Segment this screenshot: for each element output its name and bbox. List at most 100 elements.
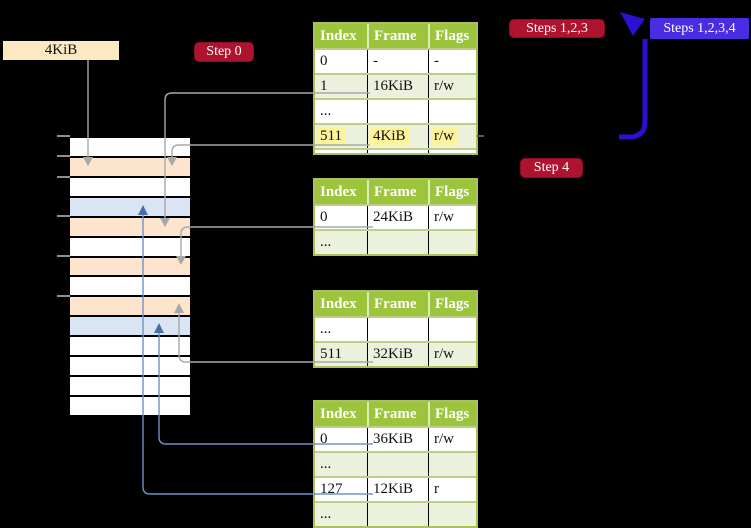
frame-size-label: 4KiB [3, 41, 119, 60]
steps123-badge: Steps 1,2,3 [509, 19, 605, 38]
table-cell: 12KiB [367, 478, 428, 501]
table-cell: 1 [320, 78, 328, 94]
table-cell: r/w [428, 206, 476, 229]
column-header-flags: Flags [428, 24, 476, 48]
table-cell: 0 [320, 431, 328, 447]
repeat-arrow-head [620, 12, 645, 36]
table-cell: - [428, 50, 476, 73]
table-cell [428, 503, 476, 526]
table-cell [367, 318, 428, 341]
table-row [315, 148, 476, 153]
column-header-frame: Frame [367, 24, 428, 48]
table-cell [367, 100, 428, 123]
table-row: ... [315, 229, 476, 254]
table-row: 0 -- [315, 48, 476, 73]
table-cell: ... [320, 506, 332, 522]
table-row: 511 4KiB r/w [315, 123, 476, 148]
table-cell [428, 150, 476, 153]
table-cell: 0 [320, 209, 328, 225]
column-header-flags: Flags [428, 402, 476, 426]
table-cell: 32KiB [367, 343, 428, 366]
table-cell: r [428, 478, 476, 501]
memory-frame-row-white [70, 138, 190, 156]
table-cell [367, 453, 428, 476]
step0-badge: Step 0 [194, 42, 254, 62]
axis-tick [57, 176, 70, 178]
table-cell [428, 318, 476, 341]
table-cell [367, 150, 428, 153]
memory-frame-row-blue [70, 197, 190, 216]
column-header-frame: Frame [367, 180, 428, 204]
table-cell: 0 [320, 53, 328, 69]
memory-frame-row-white [70, 337, 190, 356]
column-header-index: Index [320, 405, 357, 422]
column-header-frame: Frame [367, 292, 428, 316]
table-cell: r/w [428, 125, 476, 148]
table-cell: 127 [320, 481, 343, 497]
table-cell [367, 231, 428, 254]
highlighted-value: r/w [431, 128, 458, 145]
memory-frame-row-white [70, 357, 190, 376]
memory-frame-row-peach [70, 157, 190, 176]
column-header-flags: Flags [428, 292, 476, 316]
memory-frame-row-peach [70, 257, 190, 276]
column-header-index: Index [320, 295, 357, 312]
table-cell: ... [320, 234, 332, 250]
table-cell [367, 503, 428, 526]
column-header-frame: Frame [367, 402, 428, 426]
memory-frame-row-peach [70, 297, 190, 316]
table-cell [428, 453, 476, 476]
table-cell: ... [320, 321, 332, 337]
column-header-index: Index [320, 183, 357, 200]
axis-tick [57, 295, 70, 297]
memory-frame-row-white [70, 237, 190, 256]
physical-memory-column [70, 138, 190, 415]
highlighted-value: 511 [317, 128, 346, 145]
repeat-arrow [619, 39, 648, 140]
memory-frame-row-peach [70, 217, 190, 236]
memory-frame-row-white [70, 177, 190, 196]
table-cell: r/w [428, 428, 476, 451]
table-cell [428, 231, 476, 254]
axis-tick [57, 255, 70, 257]
memory-frame-row-white [70, 377, 190, 395]
table-cell: 511 [315, 125, 367, 148]
axis-tick [57, 215, 70, 217]
table-row: ... [315, 98, 476, 123]
table-cell: - [367, 50, 428, 73]
column-header-index: Index [320, 27, 357, 44]
memory-frame-row-blue [70, 317, 190, 336]
table-cell: ... [320, 103, 332, 119]
table-cell: 511 [320, 346, 342, 362]
table-cell: 16KiB [367, 75, 428, 98]
axis-tick [57, 155, 70, 157]
memory-frame-row-white [70, 277, 190, 296]
table-cell [428, 100, 476, 123]
table-cell: r/w [428, 75, 476, 98]
table-row: ... [315, 451, 476, 476]
table-cell: r/w [428, 343, 476, 366]
axis-tick [57, 135, 70, 137]
highlighted-value: 4KiB [370, 128, 410, 145]
memory-frame-row-white [70, 396, 190, 415]
table-row: ... [315, 316, 476, 341]
table-row: ... [315, 501, 476, 526]
table-cell [315, 150, 367, 153]
step4-badge: Step 4 [520, 158, 583, 178]
column-header-flags: Flags [428, 180, 476, 204]
table-cell: 4KiB [367, 125, 428, 148]
